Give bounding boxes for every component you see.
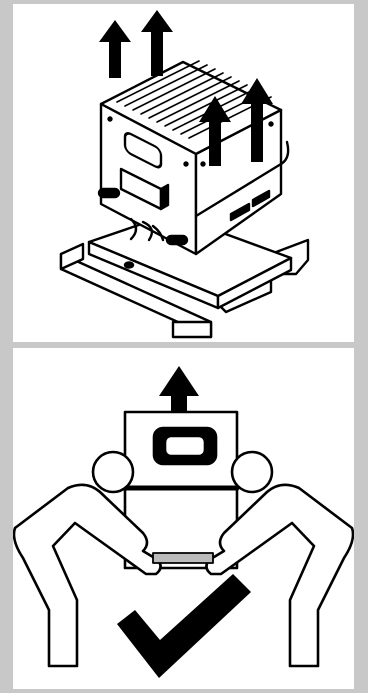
lift-arrow-icon xyxy=(99,10,273,166)
pallet-icon xyxy=(59,212,310,339)
lift-arrow-icon xyxy=(159,366,199,440)
lift-strap-icon xyxy=(152,552,214,564)
unit-on-pallet-lift-arrows-icon xyxy=(59,10,310,339)
two-person-lift-approved-icon xyxy=(13,366,354,678)
checkmark-icon xyxy=(117,574,251,678)
lift-from-pallet-panel xyxy=(13,4,354,342)
person-right-icon xyxy=(205,450,354,668)
box-icon xyxy=(122,410,240,570)
two-person-lift-panel xyxy=(13,348,354,689)
person-left-icon xyxy=(13,450,162,668)
